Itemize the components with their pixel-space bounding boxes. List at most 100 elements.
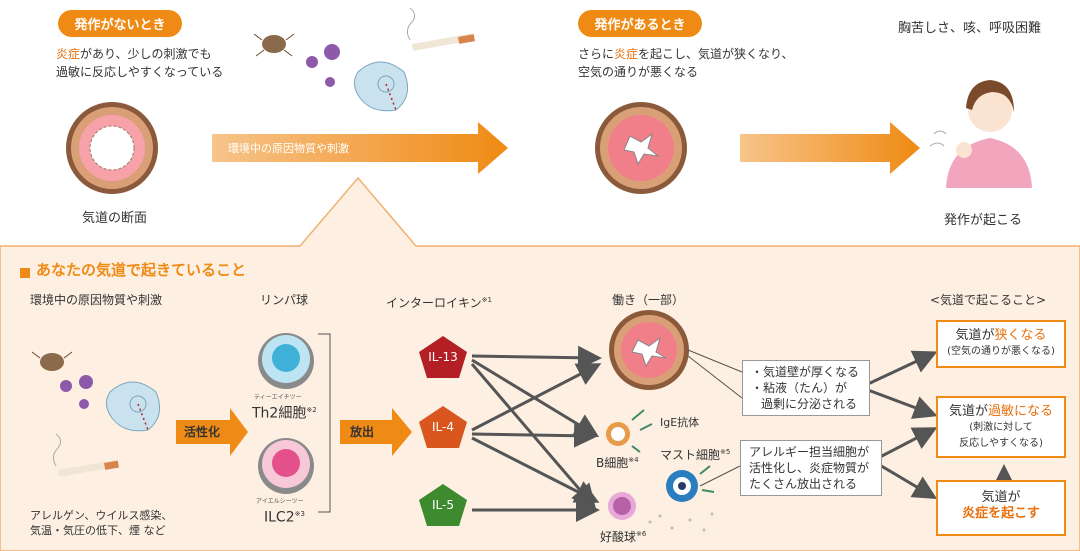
top-arrow-1 (212, 122, 508, 174)
result-box-sensitive: 気道が過敏になる (刺激に対して 反応しやすくなる) (936, 396, 1066, 458)
result-box-inflammation: 気道が 炎症を起こす (936, 480, 1066, 536)
no-attack-text-line2: 過敏に反応しやすくなっている (56, 65, 224, 79)
eos-label: 好酸球※6 (600, 526, 646, 546)
bcell-label-text: B細胞 (596, 456, 629, 470)
lung-icon-2 (106, 381, 161, 432)
il4-label: IL-4 (432, 420, 454, 434)
il5-label: IL-5 (432, 498, 454, 512)
il4-pentagon (419, 406, 467, 448)
res1-title: 気道が狭くなる (938, 328, 1064, 344)
no-attack-text-rest: があり、少しの刺激でも (80, 47, 212, 61)
result-arrows (867, 350, 938, 500)
activate-label: 活性化 (184, 425, 221, 439)
lung-icon (354, 61, 409, 112)
inflammation-highlight: 炎症 (56, 47, 81, 61)
il5-pentagon (419, 484, 467, 526)
th2-label-text: Th2細胞 (252, 405, 307, 422)
mite-icon (253, 33, 295, 57)
virus-icon (306, 44, 340, 87)
mast-label-text: マスト細胞 (660, 448, 721, 462)
mite-icon-2 (31, 351, 73, 371)
attack-text-line1: さらに炎症を起こし、気道が狭くなり、 (578, 46, 794, 63)
res1-pre: 気道が (955, 328, 995, 343)
coughing-person-icon (929, 80, 1032, 188)
attack-text-line2: 空気の通りが悪くなる (578, 65, 699, 79)
eos-note: ※6 (636, 530, 647, 538)
res2-highlight: 過敏になる (988, 404, 1054, 419)
th2-ruby: ティーエイチツー (254, 394, 302, 401)
col3-note: ※1 (481, 296, 492, 304)
col5-header: <気道で起こること> (930, 293, 1047, 307)
work1-line2: ・粘液（たん）が (751, 381, 848, 395)
b-cell-icon (606, 409, 653, 453)
attack-pill: 発作があるとき (578, 10, 702, 37)
bcell-label: B細胞※4 (596, 452, 639, 472)
col3-header: インターロイキン※1 (386, 292, 492, 312)
connector-1 (687, 349, 743, 373)
res2-pre: 気道が (948, 404, 988, 419)
connector-3 (699, 465, 741, 487)
col1-header: 環境中の原因物質や刺激 (30, 293, 163, 307)
eos-label-text: 好酸球 (600, 530, 637, 544)
ige-label: IgE抗体 (660, 416, 700, 429)
particles-icon (648, 512, 714, 532)
ilc2-note: ※3 (294, 510, 305, 518)
virus-icon-2 (60, 375, 93, 409)
res2-sub2: 反応しやすくなる) (959, 438, 1043, 449)
ilc2-cell-icon (258, 438, 314, 494)
allergen-line1: アレルゲン、ウイルス感染、 (30, 509, 173, 522)
il13-pentagon (419, 336, 467, 378)
attack-text-post: を起こし、気道が狭くなり、 (638, 47, 794, 61)
release-arrow (340, 408, 412, 456)
ilc2-ruby: アイエルシーツー (256, 498, 304, 505)
res3-highlight: 炎症を起こす (962, 506, 1040, 521)
airway-normal-icon (66, 102, 158, 194)
eosinophil-icon (608, 492, 636, 520)
work2-line3: たくさん放出される (749, 477, 858, 491)
mast-note: ※5 (720, 448, 731, 456)
attack-inflammation-highlight: 炎症 (614, 47, 639, 61)
activate-arrow (176, 408, 248, 456)
no-attack-pill: 発作がないとき (58, 10, 182, 37)
attack-caption: 発作が起こる (944, 213, 1023, 228)
no-attack-text-line1: 炎症があり、少しの刺激でも (56, 46, 212, 63)
cigarette-icon-2 (52, 433, 120, 477)
section-title: あなたの気道で起きていること (36, 261, 247, 279)
res2-sub1: (刺激に対して (969, 422, 1033, 433)
res2-title: 気道が過敏になる (938, 404, 1064, 420)
work-box-2: アレルギー担当細胞が 活性化し、炎症物質が たくさん放出される (740, 440, 882, 496)
airway-inflamed-icon (609, 310, 689, 390)
work-box-1: ・気道壁が厚くなる ・粘液（たん）が 過剰に分泌される (742, 360, 870, 416)
arrow1-label: 環境中の原因物質や刺激 (228, 142, 349, 155)
mast-label: マスト細胞※5 (660, 444, 730, 464)
allergen-line2: 気温・気圧の低下、煙 など (30, 524, 166, 537)
work1-line1: ・気道壁が厚くなる (751, 365, 860, 379)
col3-header-text: インターロイキン (386, 296, 482, 310)
attack-text-pre: さらに (578, 47, 615, 61)
lymphocyte-bracket (318, 333, 331, 513)
th2-label: Th2細胞※2 (252, 402, 317, 423)
work2-line1: アレルギー担当細胞が (749, 445, 870, 459)
airway-caption: 気道の断面 (82, 211, 148, 226)
res3-line1: 気道が (981, 490, 1021, 505)
result-box-narrow: 気道が狭くなる (空気の通りが悪くなる) (936, 320, 1066, 368)
bcell-note: ※4 (628, 456, 639, 464)
bottom-panel (0, 176, 1080, 551)
il-arrows (470, 345, 602, 522)
res1-sub: (空気の通りが悪くなる) (947, 346, 1055, 357)
release-label: 放出 (350, 425, 375, 439)
th2-cell-icon (258, 333, 314, 389)
cigarette-icon (406, 7, 475, 51)
mast-cell-icon (666, 465, 715, 502)
il13-label: IL-13 (428, 350, 458, 364)
ilc2-label: ILC2※3 (264, 506, 305, 527)
res1-highlight: 狭くなる (994, 328, 1047, 343)
section-square-icon (20, 268, 30, 278)
top-arrow-2 (740, 122, 920, 174)
work1-line3: 過剰に分泌される (761, 397, 858, 411)
connector-2 (687, 355, 743, 399)
symptoms-text: 胸苦しさ、咳、呼吸困難 (898, 21, 1042, 36)
col4-header: 働き（一部） (612, 293, 685, 307)
col2-header: リンパ球 (260, 293, 309, 307)
